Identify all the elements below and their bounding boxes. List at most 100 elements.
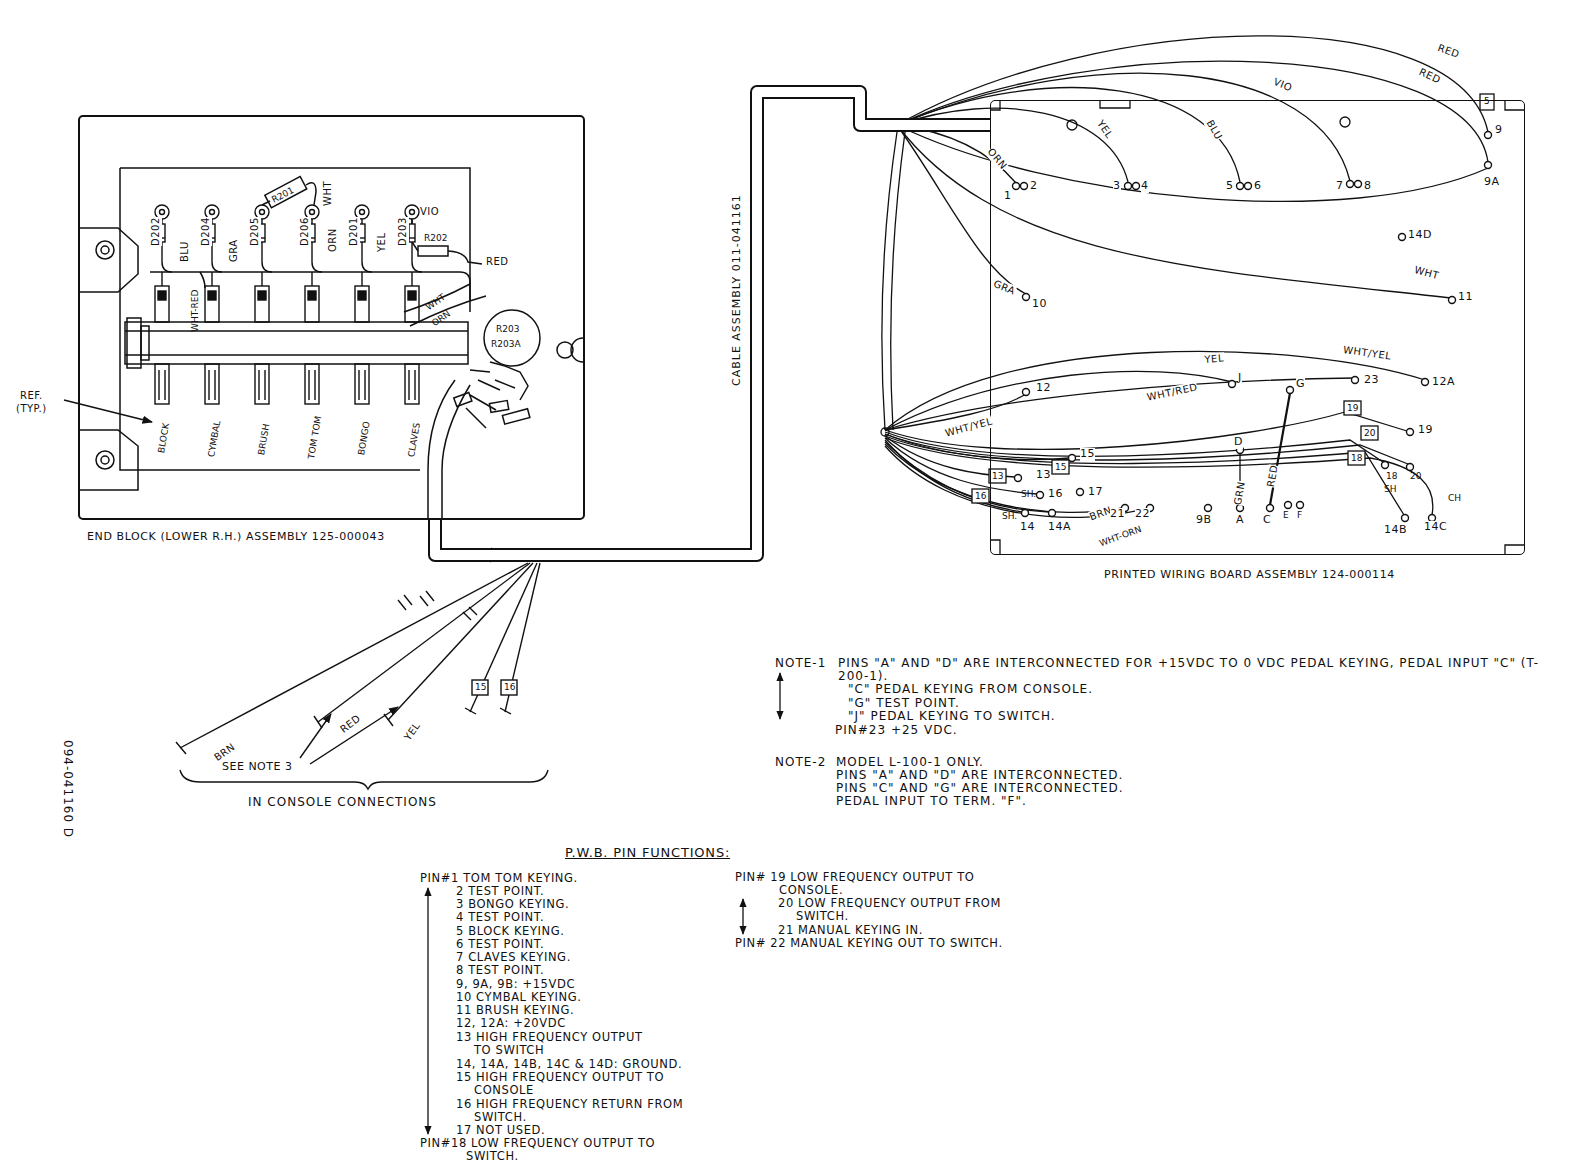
terminal-pad xyxy=(1347,181,1354,188)
diode-symbol xyxy=(409,237,415,238)
board-wiring xyxy=(885,371,1232,430)
label: ORN xyxy=(430,308,453,329)
label: 9B xyxy=(1196,514,1212,527)
drawing-stroke xyxy=(212,242,222,272)
end-block-drawing xyxy=(101,246,109,254)
terminal-pad xyxy=(1352,377,1359,384)
label: BLU xyxy=(179,241,191,262)
terminal-pad xyxy=(1285,502,1292,509)
console-wires xyxy=(388,563,533,720)
console-wires xyxy=(300,714,331,758)
diode-symbol xyxy=(359,237,365,238)
label: 5 xyxy=(1226,180,1234,193)
label: WHT xyxy=(1413,264,1440,282)
board-wiring xyxy=(897,61,1488,162)
assembly-title: END BLOCK (LOWER R.H.) ASSEMBLY 125-0000… xyxy=(87,530,385,543)
board-wiring xyxy=(885,440,1022,512)
label: J xyxy=(1238,372,1242,385)
board-wiring xyxy=(1052,460,1069,474)
terminal-pad xyxy=(1355,181,1362,188)
label: PIN#18 LOW FREQUENCY OUTPUT TO SWITCH. xyxy=(420,1137,706,1163)
label: TOM TOM xyxy=(306,415,324,460)
terminal-pad xyxy=(1449,297,1456,304)
assembly-title: PRINTED WIRING BOARD ASSEMBLY 124-000114 xyxy=(1104,568,1395,581)
label: 11 BRUSH KEYING. xyxy=(456,1004,574,1017)
terminal-pad xyxy=(1485,132,1492,139)
end-block-drawing xyxy=(448,251,482,264)
label: 3 xyxy=(1113,180,1121,193)
label: 6 TEST POINT. xyxy=(456,938,544,951)
drawing-stroke xyxy=(164,370,165,400)
end-block-drawing xyxy=(96,241,114,259)
end-block-drawing xyxy=(306,183,316,205)
switch-contact xyxy=(305,286,319,322)
label: NOTE-1 xyxy=(775,657,826,670)
label: IN CONSOLE CONNECTIONS xyxy=(248,796,437,809)
label: RED xyxy=(1436,42,1461,60)
eyelet xyxy=(210,210,215,215)
terminal-pad xyxy=(1013,183,1020,190)
label: BLU xyxy=(1204,118,1224,142)
drawing-stroke xyxy=(261,272,262,286)
terminal-pad xyxy=(1069,455,1076,462)
label: BONGO xyxy=(356,421,373,456)
board-wiring xyxy=(897,88,1240,182)
cable-connector xyxy=(435,92,990,555)
label: SH. xyxy=(1002,511,1017,522)
eyelet xyxy=(360,210,365,215)
terminal-pad xyxy=(1023,294,1030,301)
label: PINS "A" AND "D" ARE INTERCONNECTED FOR … xyxy=(838,657,1558,683)
terminal-pad xyxy=(1237,183,1244,190)
board-wiring xyxy=(881,36,1525,555)
label: 15 xyxy=(475,682,486,693)
terminal-pad xyxy=(1049,510,1056,517)
label: SH. xyxy=(1021,489,1036,500)
drawing-stroke xyxy=(314,370,315,400)
label: WHT/RED xyxy=(1146,381,1199,403)
label: A xyxy=(1236,514,1244,527)
end-block-drawing xyxy=(101,456,109,464)
end-block-drawing xyxy=(125,354,468,356)
note-arrows xyxy=(779,673,780,719)
label: 15 HIGH FREQUENCY OUTPUT TO CONSOLE xyxy=(456,1071,689,1097)
end-block-drawing xyxy=(125,330,468,332)
label: 16 xyxy=(1048,488,1063,501)
console-wires xyxy=(310,707,398,764)
label: 14D xyxy=(1408,229,1432,242)
assembly-outline: END BLOCK (LOWER R.H.) ASSEMBLY 125-0000… xyxy=(78,115,585,520)
label: PIN#1 TOM TOM KEYING. xyxy=(420,872,578,885)
board-wiring xyxy=(897,125,1488,201)
label: 6 xyxy=(1254,180,1262,193)
label: R203 xyxy=(496,324,519,335)
board-wiring xyxy=(990,100,1525,555)
label: SH xyxy=(1384,484,1396,495)
label: 10 CYMBAL KEYING. xyxy=(456,991,581,1004)
switch-contact xyxy=(155,286,169,322)
diode-symbol xyxy=(409,224,415,242)
console-wires xyxy=(398,591,477,620)
board-wiring xyxy=(885,412,1407,449)
end-block-drawing xyxy=(80,430,138,490)
board-wiring xyxy=(885,438,1433,515)
terminal-pad xyxy=(1399,234,1406,241)
board-wiring xyxy=(885,434,1408,464)
label: 13 xyxy=(992,471,1003,482)
label: 14A xyxy=(1048,521,1071,534)
board-wiring xyxy=(885,434,1069,460)
console-wires xyxy=(180,563,528,748)
label: 17 xyxy=(1088,486,1103,499)
drawing-stroke xyxy=(161,219,162,224)
label: REF. xyxy=(20,390,43,402)
eyelet xyxy=(310,210,315,215)
label: WHT-ORN xyxy=(1098,524,1143,549)
label: ORN xyxy=(327,228,339,252)
eyelet xyxy=(260,210,265,215)
assembly-outline: PRINTED WIRING BOARD ASSEMBLY 124-000114 xyxy=(990,100,1525,555)
terminal-pad xyxy=(1133,183,1140,190)
end-block-drawing xyxy=(502,409,529,424)
drawing-stroke xyxy=(361,219,362,224)
label: "C" PEDAL KEYING FROM CONSOLE. xyxy=(848,683,1093,696)
board-wiring xyxy=(885,432,1383,462)
drawing-stroke xyxy=(364,370,365,400)
